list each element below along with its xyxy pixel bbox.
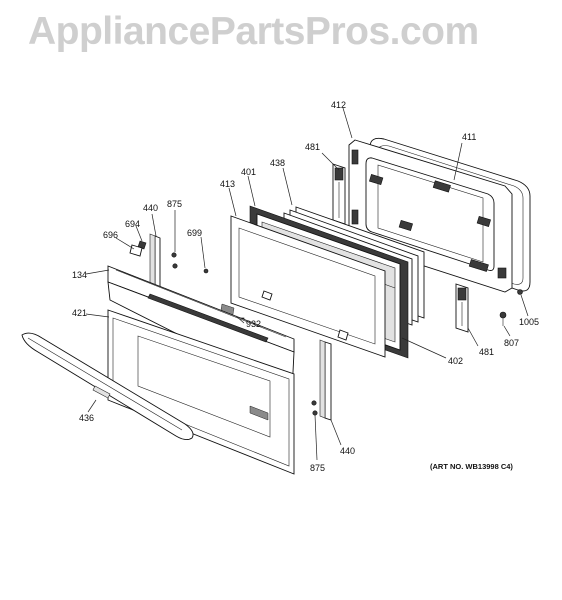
callout-875: 875 (310, 463, 325, 473)
callout-481: 481 (479, 347, 494, 357)
callout-481: 481 (305, 142, 320, 152)
part-696-bracket[interactable] (129, 244, 143, 257)
part-875-screw-upper[interactable] (171, 252, 178, 269)
callout-411: 411 (462, 132, 476, 142)
part-875-screw-lower[interactable] (311, 400, 318, 416)
part-481-hinge-lower[interactable] (455, 283, 469, 333)
callout-440: 440 (340, 446, 355, 456)
part-440-channel-lower[interactable] (319, 339, 332, 421)
callout-436: 436 (79, 413, 94, 423)
part-421-outer-panel[interactable] (107, 309, 295, 475)
part-440-channel-upper[interactable] (149, 233, 161, 291)
callout-932: 932 (246, 319, 261, 329)
callout-labels: 412 411 481 438 401 413 875 440 694 696 … (72, 100, 539, 473)
callout-413: 413 (220, 179, 235, 189)
callout-696: 696 (103, 230, 118, 240)
callout-1005: 1005 (519, 317, 539, 327)
part-699-screw[interactable] (203, 268, 209, 274)
art-number: (ART NO. WB13998 C4) (430, 462, 513, 471)
callout-134: 134 (72, 270, 87, 280)
part-807-screw[interactable] (499, 311, 507, 326)
part-413-door-liner[interactable] (230, 215, 386, 358)
callout-699: 699 (187, 228, 202, 238)
callout-694: 694 (125, 219, 140, 229)
watermark-logo: AppliancePartsPros.com (28, 10, 479, 53)
callout-412: 412 (331, 100, 346, 110)
callout-440: 440 (143, 203, 158, 213)
part-436-door-handle[interactable] (21, 332, 194, 441)
part-481-hinge-upper[interactable] (332, 163, 346, 225)
callout-807: 807 (504, 338, 519, 348)
callout-401: 401 (241, 167, 256, 177)
part-1005-screw[interactable] (517, 289, 523, 295)
callout-875: 875 (167, 199, 182, 209)
leader-lines (85, 107, 529, 461)
callout-438: 438 (270, 158, 285, 168)
callout-402: 402 (448, 356, 463, 366)
callout-421: 421 (72, 308, 87, 318)
